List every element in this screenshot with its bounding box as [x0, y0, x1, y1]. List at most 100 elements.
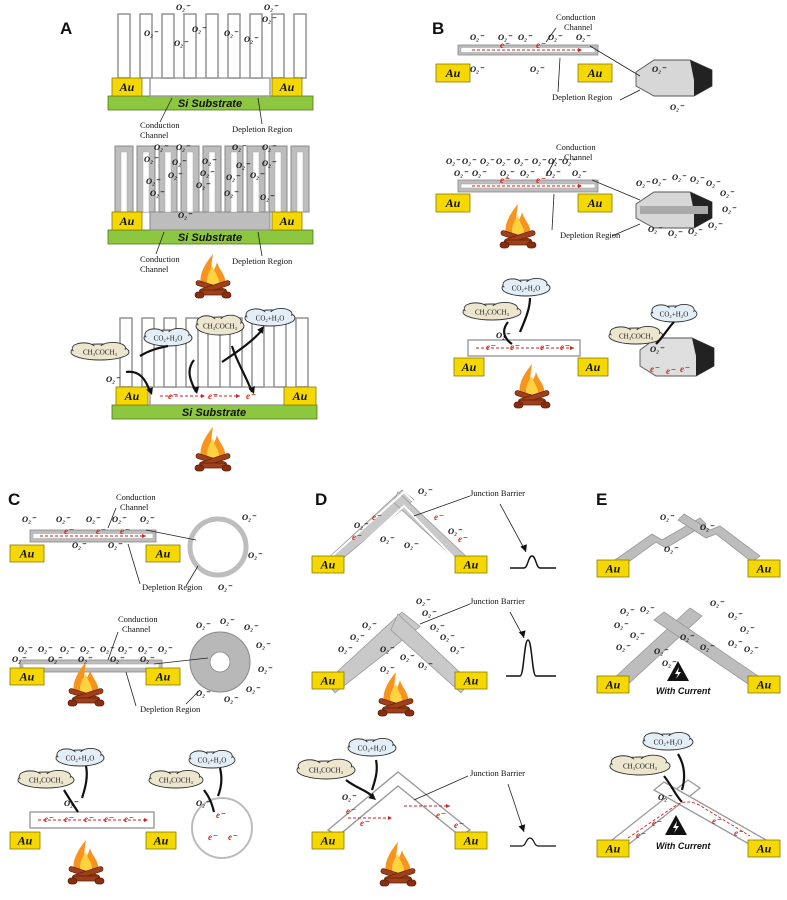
nanowire-core: [164, 151, 172, 213]
leader-line: [185, 565, 199, 587]
fire-icon: [379, 841, 417, 887]
gold-electrode: [596, 675, 630, 694]
cloud-label: CH₃COCH₃: [623, 763, 658, 771]
gold-electrode: [596, 839, 630, 858]
gas-cloud: [650, 303, 698, 323]
leader-line: [155, 231, 165, 255]
cloud-label: CH₃COCH₃: [475, 309, 510, 317]
oxygen-ion-label: O₂⁻: [532, 156, 547, 166]
oxygen-ion-label: O₂⁻: [450, 644, 465, 654]
electron-label: e⁻: [228, 832, 238, 842]
oxygen-ion-label: O₂⁻: [380, 534, 395, 544]
cloud-label: CH₃COCH₃: [619, 333, 654, 341]
gas-cloud: [347, 737, 397, 757]
label-depletion: Depletion Region: [142, 582, 203, 592]
fire-icon: [194, 426, 232, 472]
vertical-nanowire: [227, 13, 241, 79]
oxygen-ion-label: O₂⁻: [154, 142, 169, 152]
conduction-channel: [22, 663, 160, 669]
gold-electrode: [145, 831, 177, 850]
arrow-head: [146, 387, 153, 395]
oxygen-ion-label: O₂⁻: [448, 526, 463, 536]
reaction-arrow: [203, 789, 216, 813]
oxygen-ion-label: O₂⁻: [60, 644, 75, 654]
gold-electrode: [145, 544, 181, 563]
oxygen-ion-label: O₂⁻: [220, 616, 235, 626]
oxygen-ion-label: O₂⁻: [518, 32, 533, 42]
oxygen-ion-label: O₂⁻: [112, 514, 127, 524]
leader-line: [185, 689, 201, 705]
oxygen-ion-label: O₂⁻: [454, 168, 469, 178]
label-depletion: Depletion Region: [140, 704, 201, 714]
oxygen-ion-label: O₂⁻: [722, 204, 737, 214]
oxygen-ion-label: O₂⁻: [700, 522, 715, 532]
reaction-arrow: [216, 767, 223, 797]
oxygen-ion-label: O₂⁻: [168, 170, 183, 180]
oxygen-ion-label: O₂⁻: [224, 694, 239, 704]
gold-electrode: [115, 386, 149, 406]
electrode-label: Au: [155, 670, 171, 684]
gold-electrode: [435, 193, 471, 213]
oxygen-ion-label: O₂⁻: [380, 664, 395, 674]
oxygen-ion-label: O₂⁻: [660, 512, 675, 522]
nanowire-core: [186, 151, 194, 213]
electron-label: e⁻: [44, 814, 54, 824]
electron-label: e⁻: [536, 175, 546, 185]
oxygen-ion-label: O₂⁻: [668, 228, 683, 238]
nanowire-core: [252, 151, 260, 213]
oxygen-ion-label: O₂⁻: [262, 14, 277, 24]
reaction-arrow: [677, 753, 686, 791]
electron-label: e⁻: [712, 816, 722, 826]
oxygen-ion-label: O₂⁻: [172, 157, 187, 167]
electron-label: e⁻: [458, 534, 468, 544]
oxygen-ion-label: O₂⁻: [690, 174, 705, 184]
electron-label: e⁻: [96, 526, 106, 536]
cloud-label: CH₃COCH₃: [159, 777, 194, 785]
gold-electrode: [283, 386, 317, 406]
electrode-label: Au: [463, 558, 479, 572]
oxygen-ion-label: O₂⁻: [562, 156, 577, 166]
label-channel: Channel: [122, 624, 151, 634]
leader-line: [611, 223, 641, 237]
cloud-label: CO₂+H₂O: [660, 311, 689, 319]
oxygen-ion-label: O₂⁻: [672, 172, 687, 182]
gold-electrode: [145, 667, 181, 686]
with-current-label: With Current: [656, 841, 711, 851]
oxygen-ion-label: O₂⁻: [404, 540, 419, 550]
oxygen-ion-label: O₂⁻: [174, 38, 189, 48]
gas-cloud: [462, 301, 522, 321]
oxygen-ion-label: O₂⁻: [662, 658, 677, 668]
oxygen-ion-label: O₂⁻: [636, 178, 651, 188]
vertical-nanowire: [205, 13, 219, 79]
oxygen-ion-label: O₂⁻: [22, 514, 37, 524]
oxygen-ion-label: O₂⁻: [72, 540, 87, 550]
leader-line: [507, 783, 525, 833]
oxygen-ion-label: O₂⁻: [706, 178, 721, 188]
electron-label: e⁻: [208, 391, 218, 401]
gold-electrode: [311, 831, 345, 850]
leader-line: [159, 97, 173, 123]
electron-label: e⁻: [64, 526, 74, 536]
oxygen-ion-label: O₂⁻: [680, 632, 695, 642]
gas-cloud: [244, 307, 296, 327]
panel-label-b: B: [432, 19, 444, 38]
gold-electrode: [747, 675, 781, 694]
barrier-profile: [510, 837, 556, 847]
arrow-head: [368, 792, 376, 800]
label-junction-barrier: Junction Barrier: [470, 488, 525, 498]
leader-line: [545, 157, 557, 177]
gold-electrode: [454, 555, 488, 574]
vertical-nanowire: [139, 13, 153, 79]
gas-cloud: [55, 747, 105, 767]
gold-electrode: [577, 357, 609, 377]
oxygen-ion-label: O₂⁻: [258, 664, 273, 674]
oxygen-ion-label: O₂⁻: [670, 102, 685, 112]
crossed-nanowire-a: [611, 517, 707, 569]
oxygen-ion-label: O₂⁻: [658, 792, 673, 802]
electron-flow-arrowhead: [578, 184, 582, 188]
hexagonal-nanorod-face: [690, 60, 712, 96]
reaction-arrow: [230, 345, 254, 393]
electrode-label: Au: [756, 842, 772, 856]
panel-label-c: C: [8, 490, 20, 509]
